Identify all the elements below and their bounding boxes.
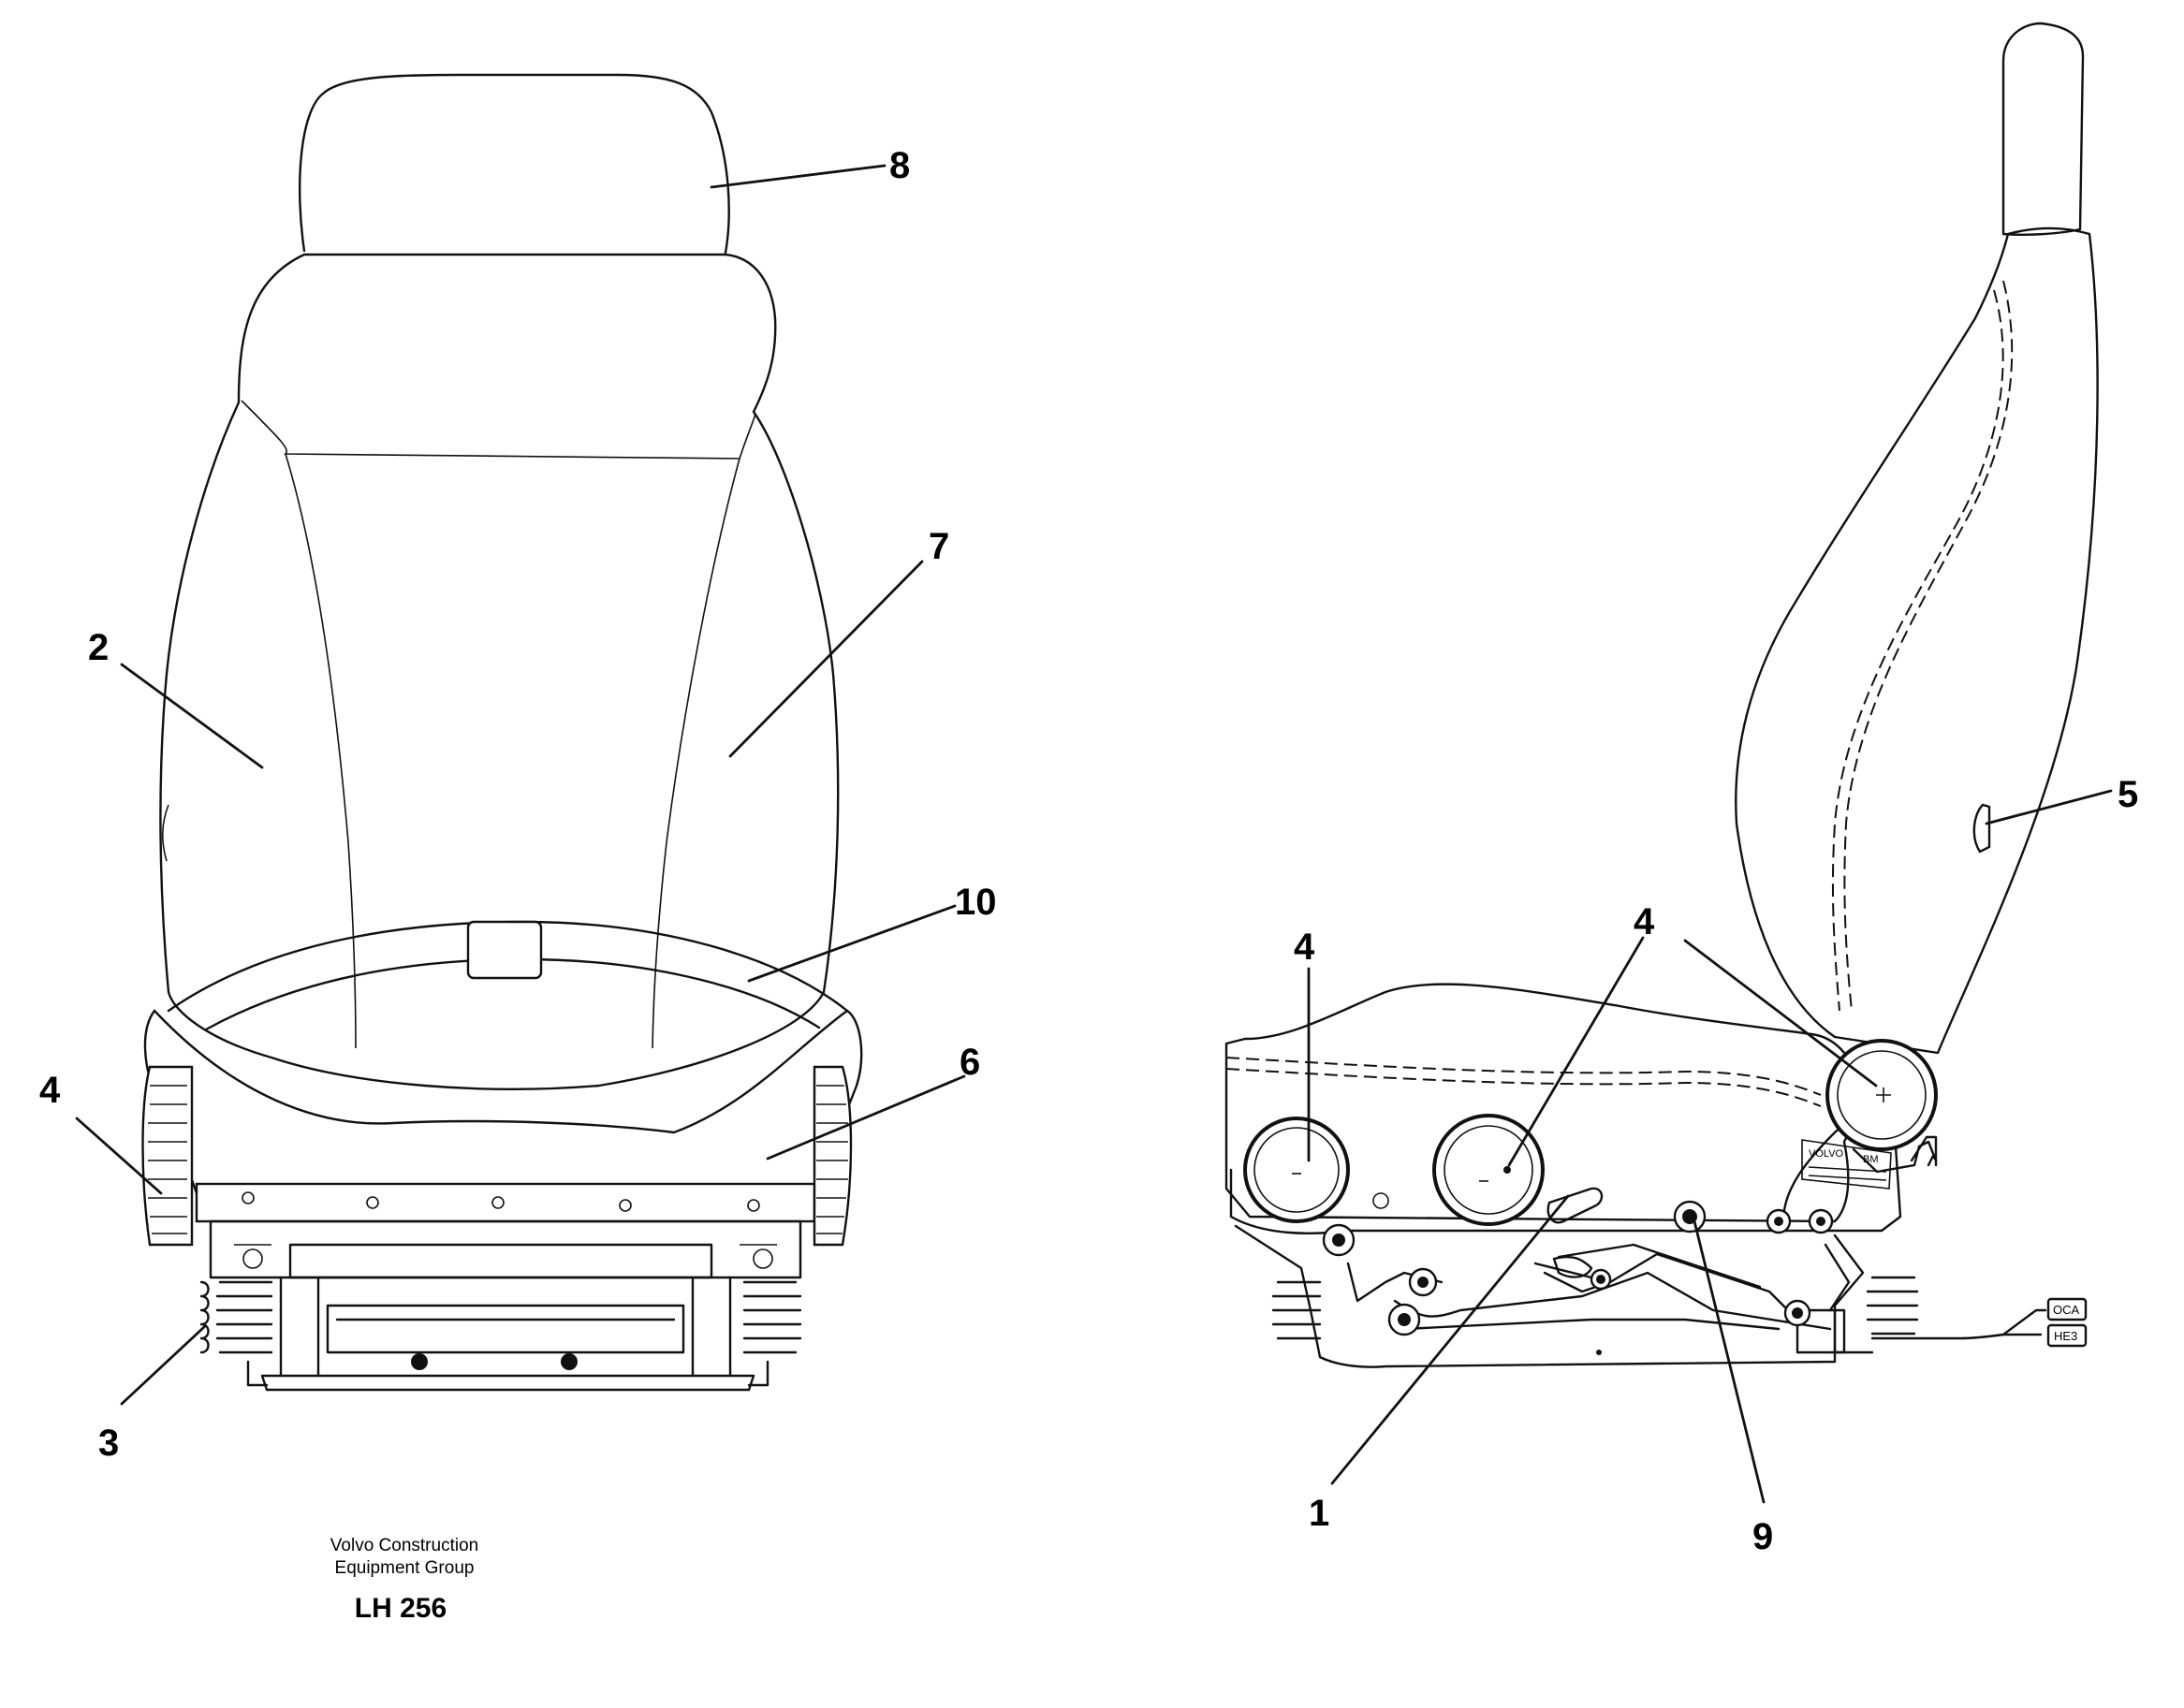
- caption-drawing-code: LH 256: [355, 1593, 447, 1624]
- svg-text:HE3: HE3: [2054, 1329, 2077, 1343]
- backrest-center-left: [285, 453, 357, 1049]
- rear-knob-latch: [1910, 1135, 1938, 1167]
- callout-1: 1: [1309, 1493, 1329, 1534]
- callout-6: 6: [960, 1042, 980, 1083]
- front-view: 8 2 7 10 6 4 3: [39, 73, 997, 1464]
- side-backrest: [1735, 226, 2099, 1055]
- callout-5: 5: [2118, 774, 2138, 815]
- side-backrest-seam: [1831, 289, 2004, 1012]
- lumbar-knob: [1972, 803, 1991, 854]
- side-lever: [1546, 1187, 1604, 1224]
- rail-holes: [242, 1191, 760, 1212]
- callout-4-front: 4: [39, 1070, 61, 1111]
- callout-7: 7: [929, 526, 949, 567]
- side-suspension: [1234, 1192, 1874, 1368]
- side-knob-middle: [1432, 1114, 1545, 1226]
- headrest: [299, 73, 730, 255]
- side-knob-rear: [1825, 1039, 1938, 1151]
- bellows-left: [199, 1280, 273, 1387]
- connector-wire-split: [2001, 1308, 2047, 1336]
- backrest-panel-top: [241, 400, 756, 460]
- side-view: VOLVO BM: [1224, 22, 2138, 1557]
- callout-4-side-middle: 4: [1634, 901, 1655, 942]
- rear-knob-bracket: [1852, 1140, 1938, 1174]
- connector-tag-he3: HE3: [2046, 1323, 2088, 1348]
- side-backrest-seam-2: [1843, 280, 2014, 1012]
- side-knob-front: [1243, 1117, 1350, 1223]
- callout-2: 2: [88, 627, 109, 668]
- front-knob-right: [813, 1065, 853, 1247]
- bellows-right: [742, 1280, 802, 1387]
- front-knob-left: [141, 1065, 194, 1247]
- connector-tag-oca: OCA: [2046, 1297, 2088, 1321]
- svg-text:VOLVO: VOLVO: [1809, 1148, 1844, 1160]
- volvo-plate: VOLVO BM: [1801, 1139, 1892, 1190]
- side-bolster-left: [161, 804, 169, 862]
- caption-company-line2: Equipment Group: [335, 1558, 475, 1578]
- seat-front-rail: [195, 1182, 816, 1223]
- callout-10: 10: [955, 882, 997, 923]
- seat-cushion-front: [143, 1009, 863, 1195]
- backrest-outer: [159, 253, 840, 1090]
- callout-3: 3: [98, 1423, 119, 1464]
- callout-9: 9: [1752, 1516, 1773, 1557]
- caption-company-line1: Volvo Construction: [330, 1536, 478, 1555]
- connector-wire: [1870, 1333, 2005, 1340]
- callout-8: 8: [889, 145, 910, 186]
- side-headrest: [2001, 22, 2085, 236]
- front-suspension: [209, 1219, 802, 1392]
- side-seat-cushion: [1224, 983, 1865, 1223]
- armrest-handle: [466, 920, 543, 980]
- front-leaders: [75, 164, 966, 1406]
- side-cushion-seam-2: [1225, 1068, 1822, 1107]
- callout-4-side-front: 4: [1294, 927, 1315, 968]
- svg-text:OCA: OCA: [2053, 1303, 2080, 1317]
- backrest-center-right: [652, 458, 740, 1049]
- side-leaders: [1307, 789, 2113, 1504]
- caption: Volvo Construction Equipment Group LH 25…: [330, 1536, 478, 1624]
- side-bellows-right: [1866, 1276, 1919, 1336]
- side-bellows-left: [1271, 1280, 1322, 1340]
- side-cushion-seam: [1225, 1057, 1822, 1096]
